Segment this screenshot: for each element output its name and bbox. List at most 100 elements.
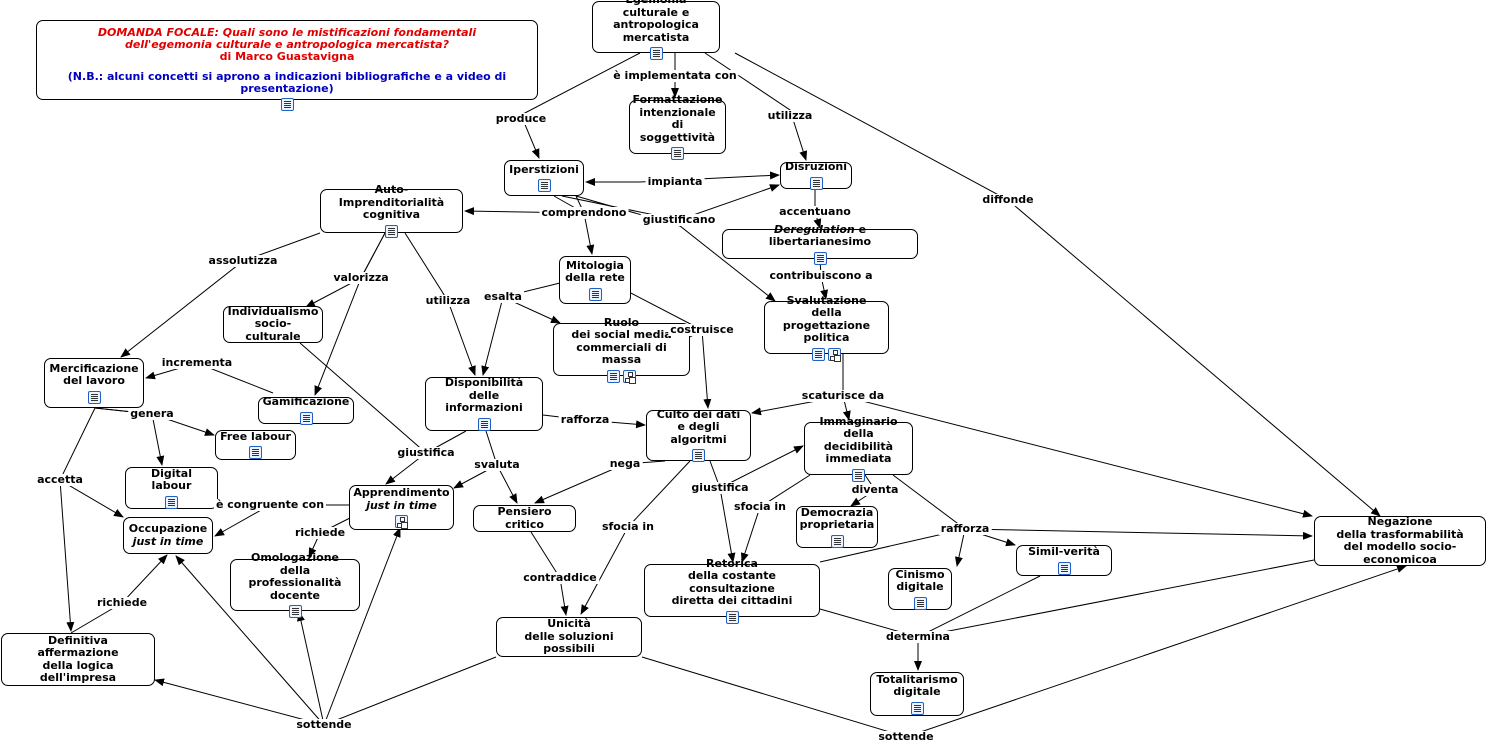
link-label-rafforza1: rafforza: [558, 413, 612, 426]
link-label-genera: genera: [128, 407, 176, 420]
concept-label: Digital labour: [130, 466, 213, 493]
concept-label: Pensiero critico: [478, 505, 571, 531]
concept-label: Negazione della trasformabilità del mode…: [1319, 515, 1481, 566]
document-resource-icon[interactable]: [913, 596, 927, 610]
linked-map-icon[interactable]: [395, 515, 408, 528]
document-resource-icon[interactable]: [910, 701, 924, 715]
document-resource-icon[interactable]: [1057, 561, 1071, 575]
document-resource-icon[interactable]: [165, 495, 178, 509]
link-label-incrementa: incrementa: [159, 356, 235, 369]
concept-label: Gamificazione: [263, 396, 350, 409]
concept-node-disruzioni[interactable]: Disruzioni: [780, 161, 852, 190]
concept-node-similverita[interactable]: Simil-verità: [1016, 545, 1112, 576]
link-label-comprendono: comprendono: [539, 206, 629, 219]
concept-node-individualismo[interactable]: Individualismo socio-culturale: [223, 305, 323, 343]
concept-node-digitallabour[interactable]: Digital labour: [125, 467, 218, 509]
concept-node-totalitarismo[interactable]: Totalitarismo digitale: [870, 672, 964, 716]
link-label-impianta: impianta: [645, 175, 705, 188]
concept-node-immaginario[interactable]: Immaginario della decidibilità immediata: [804, 415, 913, 482]
document-resource-icon[interactable]: [299, 411, 313, 425]
concept-label: Formattazione intenzionale di soggettivi…: [633, 93, 723, 144]
link-label-valorizza: valorizza: [331, 271, 391, 284]
concept-label-text: Disponibilità delle informazioni: [444, 376, 524, 415]
concept-node-unicita[interactable]: Unicità delle soluzioni possibili: [496, 617, 642, 657]
link-label-rafforza2: rafforza: [938, 522, 992, 535]
concept-node-formattazione[interactable]: Formattazione intenzionale di soggettivi…: [629, 93, 726, 160]
concept-label: Ruolo dei social media commerciali di ma…: [558, 316, 685, 367]
concept-node-freelabour[interactable]: Free labour: [215, 430, 296, 460]
concept-node-cinismo[interactable]: Cinismo digitale: [888, 568, 952, 610]
concept-label-text: Omologazione della professionalità docen…: [248, 551, 342, 602]
concept-link: [842, 354, 851, 421]
document-resource-icon[interactable]: [671, 147, 684, 160]
concept-link: [305, 232, 386, 308]
document-resource-icon[interactable]: [692, 449, 705, 463]
concept-node-culto[interactable]: Culto dei dati e degli algoritmi: [646, 408, 751, 463]
link-label-giustifica2: giustifica: [689, 481, 751, 494]
concept-label-text: Definitiva affermazione della logica del…: [37, 633, 119, 684]
concept-node-retorica[interactable]: Retorica della costante consultazione di…: [644, 557, 820, 624]
concept-node-negazione[interactable]: Negazione della trasformabilità del mode…: [1314, 515, 1486, 566]
concept-link: [70, 554, 168, 634]
document-resource-icon[interactable]: [725, 610, 739, 624]
document-resource-icon[interactable]: [477, 417, 491, 431]
link-label-congruente: è congruente con: [213, 498, 327, 511]
document-resource-icon[interactable]: [830, 534, 844, 548]
concept-node-auto[interactable]: Auto-Imprenditorialità cognitiva: [320, 184, 463, 238]
document-resource-icon[interactable]: [852, 468, 865, 482]
concept-label: Immaginario della decidibilità immediata: [809, 414, 908, 466]
concept-node-democrazia[interactable]: Democrazia proprietaria: [796, 506, 878, 548]
concept-node-mitologia[interactable]: Mitologia della rete: [559, 256, 631, 304]
concept-node-iperstizioni[interactable]: Iperstizioni: [504, 160, 584, 196]
concept-link: [575, 195, 595, 255]
concept-node-deregulation[interactable]: Deregulation e libertarianesimo: [722, 223, 918, 265]
focal-question-line1: DOMANDA FOCALE: Quali sono le mistificaz…: [97, 26, 477, 39]
concept-node-svalutazione[interactable]: Svalutazione della progettazione politic…: [764, 294, 889, 361]
concept-link: [175, 555, 325, 726]
concept-label: Definitiva affermazione della logica del…: [6, 633, 150, 685]
concept-node-mercificazione[interactable]: Mercificazione del lavoro: [44, 358, 144, 408]
concept-link: [314, 232, 386, 396]
linked-map-icon[interactable]: [623, 369, 636, 383]
concept-label: Iperstizioni: [509, 163, 579, 177]
concept-label-text: Immaginario della decidibilità immediata: [819, 414, 898, 465]
linked-map-icon[interactable]: [828, 347, 841, 361]
concept-node-gamificazione[interactable]: Gamificazione: [258, 396, 354, 425]
link-label-sottende1: sottende: [294, 718, 354, 731]
concept-label: Omologazione della professionalità docen…: [235, 551, 355, 602]
concept-label-text: Retorica della costante consultazione di…: [671, 556, 793, 607]
document-resource-icon[interactable]: [87, 390, 101, 404]
concept-label: Culto dei dati e degli algoritmi: [651, 408, 746, 447]
concept-node-pensiero[interactable]: Pensiero critico: [473, 505, 576, 532]
concept-node-egemonia[interactable]: Egemonia culturale e antropologica merca…: [592, 0, 720, 60]
concept-node-disponibilita[interactable]: Disponibilità delle informazioni: [425, 377, 543, 431]
document-resource-icon[interactable]: [385, 224, 398, 238]
concept-node-definitiva[interactable]: Definitiva affermazione della logica del…: [1, 633, 155, 686]
concept-node-ruolo[interactable]: Ruolo dei social media commerciali di ma…: [553, 316, 690, 383]
concept-label: Democrazia proprietaria: [800, 506, 875, 532]
document-resource-icon[interactable]: [607, 369, 620, 383]
document-resource-icon[interactable]: [813, 251, 827, 265]
document-resource-icon[interactable]: [249, 446, 262, 460]
concept-node-omologazione[interactable]: Omologazione della professionalità docen…: [230, 551, 360, 618]
concept-label-text: Mercificazione del lavoro: [49, 361, 139, 387]
link-label-scaturisce: scaturisce da: [799, 389, 887, 402]
document-resource-icon[interactable]: [812, 347, 825, 361]
document-resource-icon[interactable]: [649, 47, 663, 60]
focal-note: (N.B.: alcuni concetti si aprono a indic…: [67, 70, 507, 95]
concept-label-text: Mitologia della rete: [565, 258, 625, 284]
document-resource-icon[interactable]: [588, 287, 602, 301]
link-label-contribuiscono: contribuiscono a: [767, 269, 875, 282]
document-resource-icon[interactable]: [809, 176, 823, 190]
concept-link: [154, 656, 497, 726]
focal-question-line2: dell'egemonia culturale e antropologica …: [125, 38, 449, 51]
concept-label-text: Digital labour: [151, 466, 192, 492]
document-resource-icon[interactable]: [288, 605, 302, 618]
document-resource-icon[interactable]: [280, 98, 294, 111]
concept-label: Mitologia della rete: [565, 258, 625, 285]
document-resource-icon[interactable]: [537, 179, 551, 193]
